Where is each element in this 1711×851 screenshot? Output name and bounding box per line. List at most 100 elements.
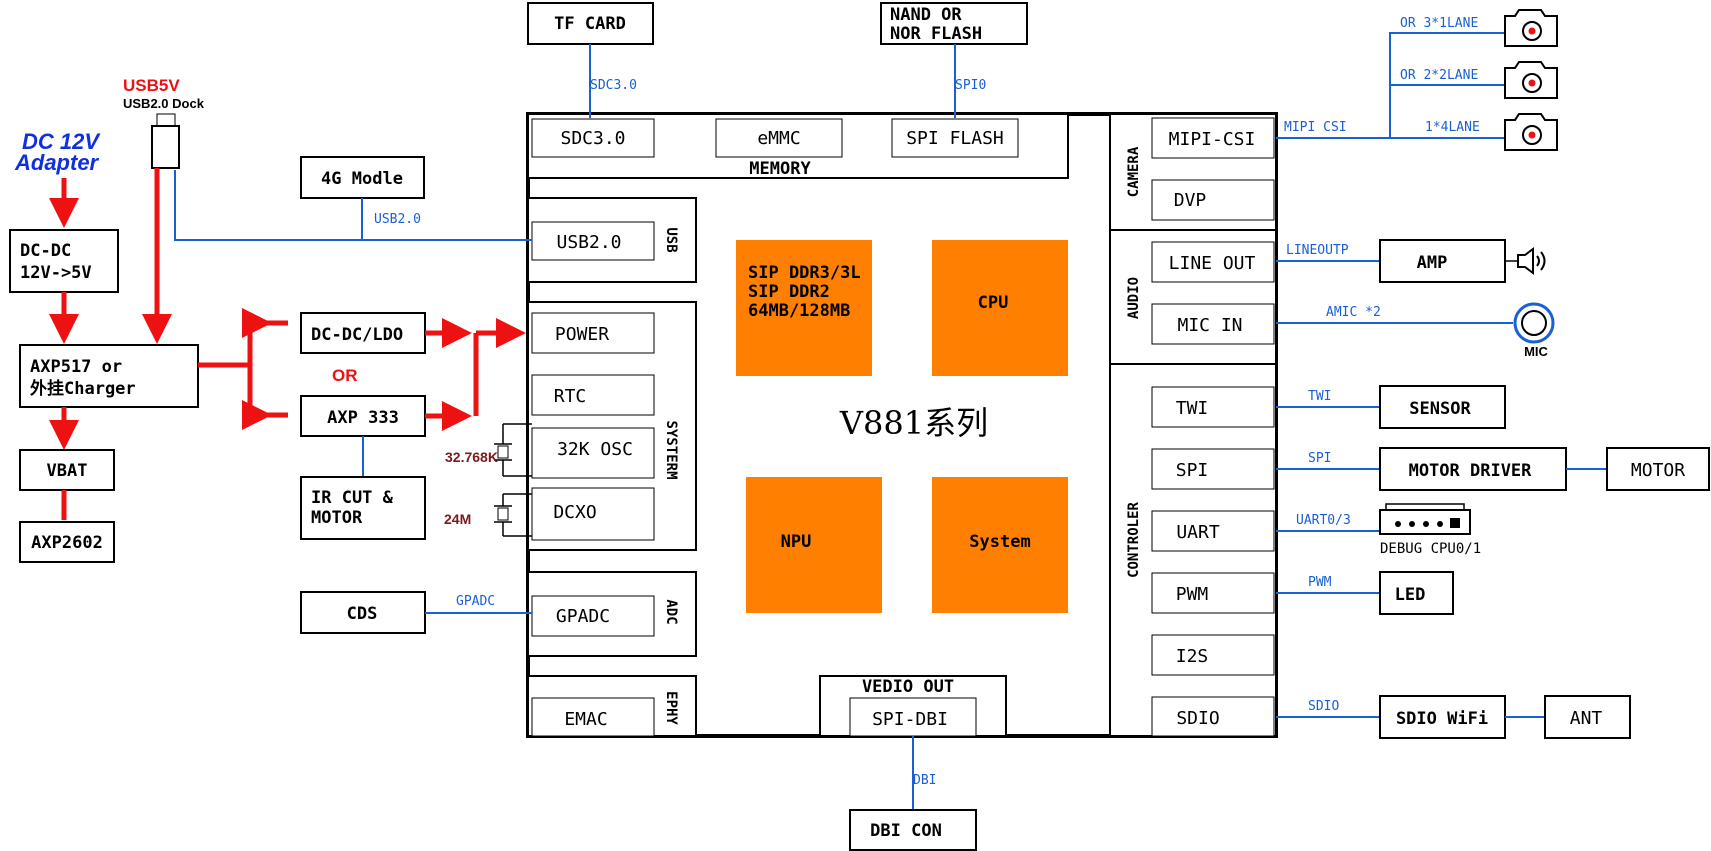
crystal-24m-leads [494, 493, 532, 537]
mic-icon [1513, 302, 1555, 344]
cam-lane-3-label: 1*4LANE [1425, 120, 1480, 135]
spi-signal-label: SPI [1308, 451, 1331, 466]
video-out-label: VEDIO OUT [862, 677, 954, 697]
emmc-label: eMMC [757, 128, 800, 149]
crystal-24m-icon [497, 507, 509, 521]
ircut-box [300, 476, 426, 540]
ephy-group-label: EPHY [663, 691, 679, 725]
sdio-signal-label: SDIO [1308, 699, 1339, 714]
cds-box [300, 591, 426, 634]
amic-signal-label: AMIC *2 [1326, 305, 1381, 320]
cam-lane-1-label: OR 3*1LANE [1400, 16, 1478, 31]
power-label: POWER [555, 324, 609, 345]
modle-4g-box [300, 156, 425, 199]
usb-group-label: USB [663, 227, 679, 252]
ddr-line-1: SIP DDR3/3L [748, 263, 861, 283]
dcdc-ldo-box [300, 312, 426, 354]
amp-box [1379, 239, 1506, 283]
mic-in-block [1151, 303, 1275, 345]
axp2602-box [19, 521, 115, 563]
sdio-wifi-label: SDIO WiFi [1396, 709, 1488, 729]
crystal-32k-leads [494, 423, 532, 477]
crystal-32k-icon [497, 445, 509, 459]
adc-group-label: ADC [663, 599, 679, 624]
twi-block [1151, 386, 1275, 428]
sdc30-label: SDC3.0 [560, 128, 625, 149]
nand-line-1: NAND OR [890, 5, 962, 25]
axp333-label: AXP 333 [327, 408, 399, 428]
sdio-wifi-box [1379, 695, 1506, 739]
cam-lane-2-label: OR 2*2LANE [1400, 68, 1478, 83]
cpu-label: CPU [978, 293, 1009, 313]
spi0-signal-label: SPI0 [955, 78, 986, 93]
rtc-label: RTC [554, 386, 587, 407]
npu-label: NPU [781, 532, 812, 552]
dcdc-box [9, 229, 119, 293]
cds-label: CDS [347, 604, 378, 624]
emac-label: EMAC [564, 709, 607, 730]
usb5v-label: USB5V [123, 76, 180, 95]
camera-icon [1504, 9, 1558, 47]
amp-label: AMP [1417, 253, 1448, 273]
motor-label: MOTOR [1631, 460, 1685, 481]
led-label: LED [1395, 585, 1426, 605]
mipi-csi-block [1151, 117, 1275, 159]
osc-label: 32K OSC [557, 439, 633, 460]
osc-block [531, 427, 655, 479]
ant-box [1544, 695, 1631, 739]
dc-adapter-line-2: Adapter [14, 150, 100, 175]
spi-label: SPI [1176, 460, 1209, 481]
ant-label: ANT [1570, 708, 1603, 729]
uart-signal-label: UART0/3 [1296, 513, 1351, 528]
ddr-line-3: 64MB/128MB [748, 301, 850, 321]
cpu-block [932, 240, 1068, 376]
led-box [1379, 571, 1454, 615]
rtc-block [531, 374, 655, 416]
system-label: System [969, 532, 1030, 552]
memory-label: MEMORY [749, 159, 811, 179]
dcdc-ldo-label: DC-DC/LDO [311, 325, 403, 345]
sdio-label: SDIO [1176, 708, 1219, 729]
nand-box [880, 2, 1028, 45]
usb-dock-label: USB2.0 Dock [123, 96, 205, 111]
spi-block [1151, 448, 1275, 490]
camera-group-label: CAMERA [1126, 146, 1142, 197]
audio-group-label: AUDIO [1126, 277, 1142, 319]
mic-in-label: MIC IN [1177, 315, 1242, 336]
sdc30-block [531, 118, 655, 158]
pwm-block [1151, 572, 1275, 614]
sdc-signal-label: SDC3.0 [590, 78, 637, 93]
or-text: OR [332, 366, 358, 385]
axp2602-label: AXP2602 [31, 533, 103, 553]
sensor-box [1379, 385, 1506, 429]
ddr-block [736, 240, 872, 376]
i2s-label: I2S [1176, 646, 1209, 667]
lineoutp-signal-label: LINEOUTP [1286, 243, 1349, 258]
sdio-block [1151, 696, 1275, 737]
emac-block [531, 697, 655, 737]
ddr-line-2: SIP DDR2 [748, 282, 830, 302]
power-block [531, 312, 655, 354]
controler-group-label: CONTROLER [1126, 502, 1142, 578]
pwm-label: PWM [1176, 584, 1209, 605]
crystal-24m-label: 24M [444, 511, 471, 527]
line-out-label: LINE OUT [1169, 253, 1256, 274]
gpadc-label: GPADC [556, 606, 610, 627]
twi-label: TWI [1176, 398, 1209, 419]
dbi-signal-label: DBI [913, 773, 936, 788]
spi-flash-label: SPI FLASH [906, 128, 1004, 149]
debug-connector-icon [1379, 503, 1471, 535]
dvp-label: DVP [1174, 190, 1207, 211]
npu-block [746, 477, 882, 613]
dcxo-block [531, 487, 655, 541]
ircut-line-1: IR CUT & [311, 488, 394, 508]
mic-label: MIC [1524, 344, 1548, 359]
vbat-box [19, 449, 115, 491]
axp517-line-2: 外挂Charger [30, 378, 136, 399]
mipi-csi-signal-label: MIPI CSI [1284, 120, 1347, 135]
pwm-signal-label: PWM [1308, 575, 1332, 590]
motor-driver-label: MOTOR DRIVER [1409, 461, 1533, 481]
sensor-label: SENSOR [1409, 399, 1471, 419]
chip-title: V881系列 [839, 404, 988, 442]
